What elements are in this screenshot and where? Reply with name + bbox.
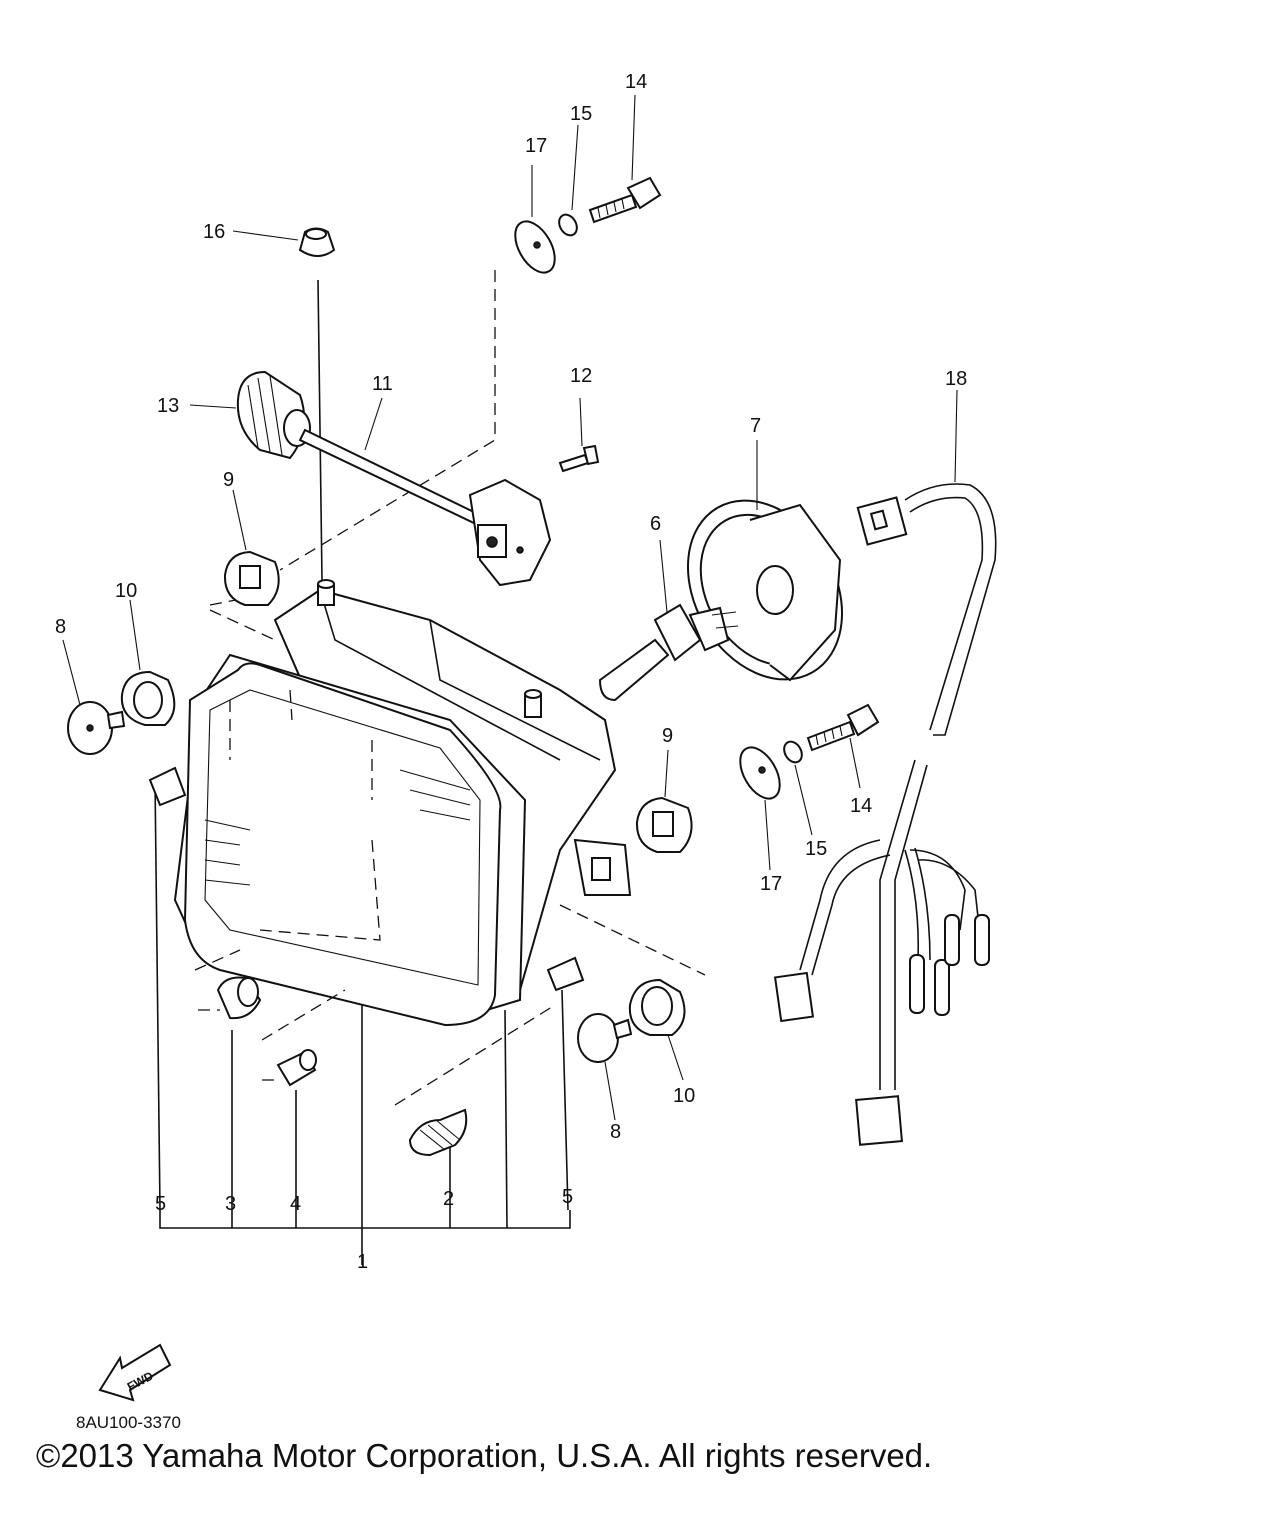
part-15-lock-washer xyxy=(783,740,813,836)
part-number-labels: 14 15 17 16 12 18 11 13 7 9 6 10 8 9 14 … xyxy=(55,71,967,1273)
part-5-clip xyxy=(148,766,187,807)
part-17-washer xyxy=(514,165,556,274)
label-part-7: 7 xyxy=(750,415,761,437)
label-part-5: 5 xyxy=(562,1186,573,1208)
forward-direction-arrow: FWD xyxy=(98,1343,172,1402)
label-part-2: 2 xyxy=(443,1188,454,1210)
part-9-grommet xyxy=(635,749,693,853)
headlight-unit xyxy=(173,579,632,1027)
label-part-1: 1 xyxy=(357,1251,368,1273)
part-13-adjuster-knob xyxy=(189,370,311,460)
part-9-grommet xyxy=(223,489,280,606)
label-part-3: 3 xyxy=(225,1193,236,1215)
part-16-grommet xyxy=(232,227,336,257)
part-11-adjusting-rod xyxy=(298,397,552,587)
label-part-17: 17 xyxy=(525,135,547,157)
label-part-18: 18 xyxy=(945,368,967,390)
label-part-17: 17 xyxy=(760,873,782,895)
label-part-8: 8 xyxy=(55,616,66,638)
label-part-15: 15 xyxy=(570,103,592,125)
part-2-spring xyxy=(408,1108,468,1157)
part-17-washer xyxy=(739,746,781,871)
label-part-10: 10 xyxy=(673,1085,695,1107)
label-part-14: 14 xyxy=(850,795,872,817)
label-part-8: 8 xyxy=(610,1121,621,1143)
label-part-5: 5 xyxy=(155,1193,166,1215)
part-8-screw xyxy=(62,639,126,755)
part-7-socket-cover xyxy=(686,440,844,682)
part-14-bolt xyxy=(806,703,880,789)
part-8-screw xyxy=(577,1013,633,1121)
part-6-bulb xyxy=(598,539,739,702)
label-part-15: 15 xyxy=(805,838,827,860)
label-part-9: 9 xyxy=(223,469,234,491)
part-18-wire-harness xyxy=(773,389,997,1146)
label-part-4: 4 xyxy=(290,1193,301,1215)
part-14-bolt xyxy=(588,94,662,224)
part-5-clip xyxy=(546,956,585,992)
label-part-16: 16 xyxy=(203,221,225,243)
part-15-lock-washer xyxy=(558,124,579,237)
leader-lines xyxy=(154,270,706,1265)
copyright-notice: ©2013 Yamaha Motor Corporation, U.S.A. A… xyxy=(36,1437,933,1474)
label-part-9: 9 xyxy=(662,725,673,747)
part-12-screw xyxy=(558,397,600,473)
label-part-10: 10 xyxy=(115,580,137,602)
label-part-11: 11 xyxy=(372,373,393,395)
drawing-code: 8AU100-3370 xyxy=(76,1413,181,1432)
part-4-nut xyxy=(276,1049,317,1087)
part-10-bushing xyxy=(120,599,176,726)
label-part-14: 14 xyxy=(625,71,647,93)
label-part-13: 13 xyxy=(157,395,179,417)
part-3-bushing xyxy=(216,976,262,1020)
label-part-12: 12 xyxy=(570,365,592,387)
part-10-bushing xyxy=(628,978,686,1081)
label-part-6: 6 xyxy=(650,513,661,535)
